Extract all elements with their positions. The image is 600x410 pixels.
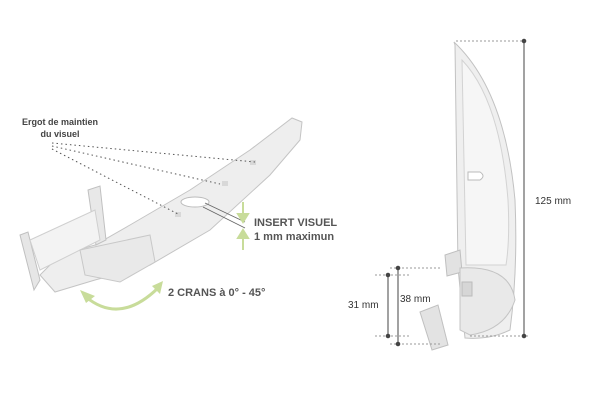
ergot-label-line2: du visuel xyxy=(40,129,80,139)
insert-thickness-arrows xyxy=(236,202,250,250)
ergot-pointer-lines xyxy=(51,142,256,215)
outer-dimension-label: 31 mm xyxy=(348,300,379,311)
right-holder-part xyxy=(419,41,517,351)
height-dimension-line xyxy=(456,38,528,339)
height-dimension-label: 125 mm xyxy=(535,196,572,207)
insert-label-line1: INSERT VISUEL xyxy=(254,217,338,229)
rotation-arrow-icon xyxy=(80,281,163,311)
clip-dimension-lines xyxy=(375,265,440,347)
ergot-label: Ergot de maintien du visuel xyxy=(10,116,110,140)
inner-dimension-label: 38 mm xyxy=(400,294,431,305)
insert-pointer-lines xyxy=(202,202,246,229)
ergot-label-line1: Ergot de maintien xyxy=(21,117,98,127)
insert-label-line2: 1 mm maximun xyxy=(254,231,335,243)
left-holder-part xyxy=(19,117,303,293)
rotation-label: 2 CRANS à 0° - 45° xyxy=(168,287,266,299)
insert-label: INSERT VISUEL 1 mm maximun xyxy=(254,216,337,244)
